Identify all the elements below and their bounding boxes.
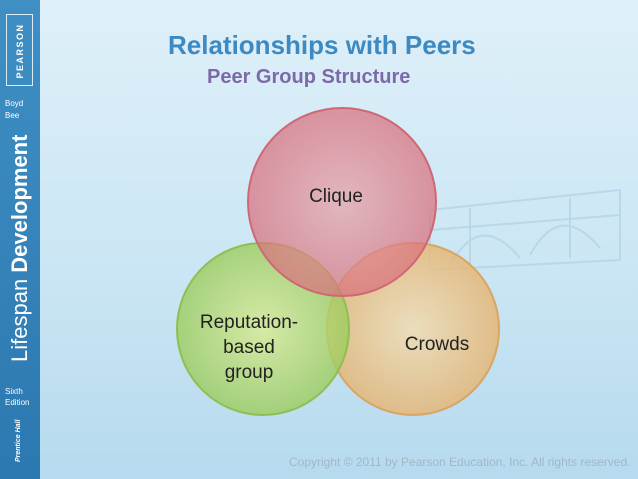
label-reputation-based-group: Reputation- based group (199, 312, 299, 383)
author-2: Bee (5, 111, 20, 120)
copyright-notice: Copyright © 2011 by Pearson Education, I… (289, 455, 631, 469)
edition-line-2: Edition (5, 398, 30, 407)
slide-title: Relationships with Peers (168, 30, 476, 60)
label-clique: Clique (309, 186, 363, 207)
sidebar: PEARSON Boyd Bee Lifespan Development Si… (0, 0, 40, 479)
authors: Boyd Bee (5, 98, 23, 122)
author-1: Boyd (5, 99, 24, 108)
circle-clique (247, 107, 437, 297)
edition: Sixth Edition (5, 386, 29, 408)
edition-line-1: Sixth (5, 387, 23, 396)
pearson-logo: PEARSON (6, 14, 33, 86)
label-crowds: Crowds (404, 334, 470, 355)
slide-subtitle: Peer Group Structure (207, 66, 411, 88)
